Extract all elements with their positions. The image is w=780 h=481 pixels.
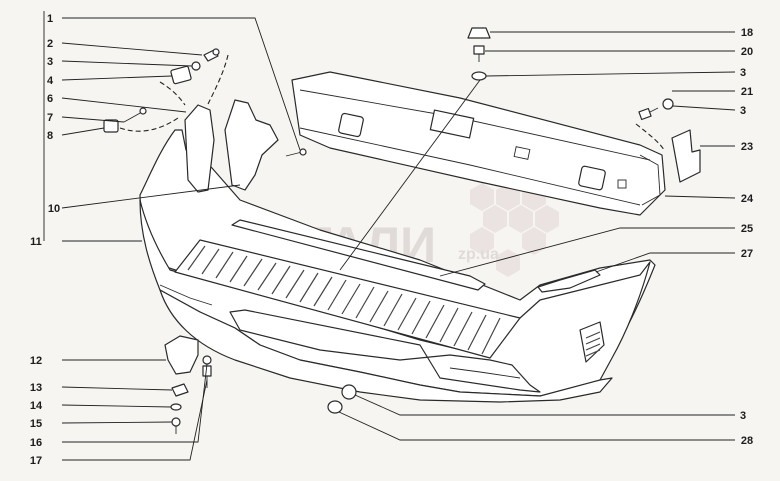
callout-17: 17 xyxy=(30,455,42,467)
assembly-path-b xyxy=(159,81,186,106)
watermark-suffix: zp.ua xyxy=(458,246,499,263)
callout-28: 28 xyxy=(741,435,753,447)
callout-3-right: 3 xyxy=(740,105,746,117)
callout-14: 14 xyxy=(30,400,43,412)
callout-24: 24 xyxy=(741,193,754,205)
side-bracket xyxy=(184,104,215,193)
callout-18: 18 xyxy=(741,27,753,39)
callout-23: 23 xyxy=(741,141,753,153)
bracket-23 xyxy=(671,129,701,183)
bumper-cover xyxy=(139,129,656,403)
clip-13 xyxy=(171,383,189,397)
assembly-path-d xyxy=(635,123,665,151)
callout-6: 6 xyxy=(47,93,53,105)
leader-lines-right xyxy=(338,31,736,441)
callout-16: 16 xyxy=(30,437,42,449)
bolt-20 xyxy=(473,45,485,62)
callout-3: 3 xyxy=(47,56,53,68)
screw-7 xyxy=(123,107,147,123)
washer-3-top xyxy=(471,71,487,81)
callout-27: 27 xyxy=(741,248,753,260)
nut-8 xyxy=(103,119,119,133)
callout-7: 7 xyxy=(47,112,53,124)
clip-4 xyxy=(170,65,192,85)
assembly-path-c xyxy=(119,117,179,132)
washer-3-lower xyxy=(341,384,357,400)
washer-16 xyxy=(202,355,212,365)
washer-14 xyxy=(170,403,182,411)
callout-25: 25 xyxy=(741,223,753,235)
side-trim-strip xyxy=(537,269,601,293)
screw-1 xyxy=(285,148,307,157)
leader-lines-left xyxy=(61,17,301,461)
grille-hatching xyxy=(187,245,501,355)
watermark-logo-hexagons xyxy=(470,183,559,277)
callouts-right: 18 20 3 21 3 23 24 25 27 3 28 xyxy=(740,27,754,447)
washer-3 xyxy=(191,61,201,71)
callout-21: 21 xyxy=(741,86,753,98)
bolt-2 xyxy=(203,48,220,62)
bolt-21 xyxy=(638,107,659,121)
callout-1: 1 xyxy=(47,13,53,25)
nut-28 xyxy=(327,400,343,414)
cap-18 xyxy=(467,27,491,39)
washer-3-right xyxy=(662,98,674,110)
callout-11: 11 xyxy=(30,236,42,248)
callout-2: 2 xyxy=(47,38,53,50)
callout-12: 12 xyxy=(30,355,42,367)
callout-15: 15 xyxy=(30,418,42,430)
callout-20: 20 xyxy=(741,46,753,58)
splash-guard xyxy=(224,99,279,191)
callout-3-lower: 3 xyxy=(740,410,746,422)
fastener-axis xyxy=(339,79,481,271)
callout-10: 10 xyxy=(48,203,60,215)
screw-15 xyxy=(171,417,181,434)
bracket-12 xyxy=(164,335,199,375)
callouts-left: 1 2 3 4 6 7 8 10 11 12 13 14 15 16 17 xyxy=(30,13,60,467)
callout-3-top: 3 xyxy=(740,67,746,79)
assembly-path-a xyxy=(207,54,229,105)
callout-4: 4 xyxy=(47,75,54,87)
reinforcement-beam xyxy=(291,71,666,216)
callout-13: 13 xyxy=(30,382,42,394)
callout-8: 8 xyxy=(47,130,53,142)
trim-strip xyxy=(231,219,486,291)
